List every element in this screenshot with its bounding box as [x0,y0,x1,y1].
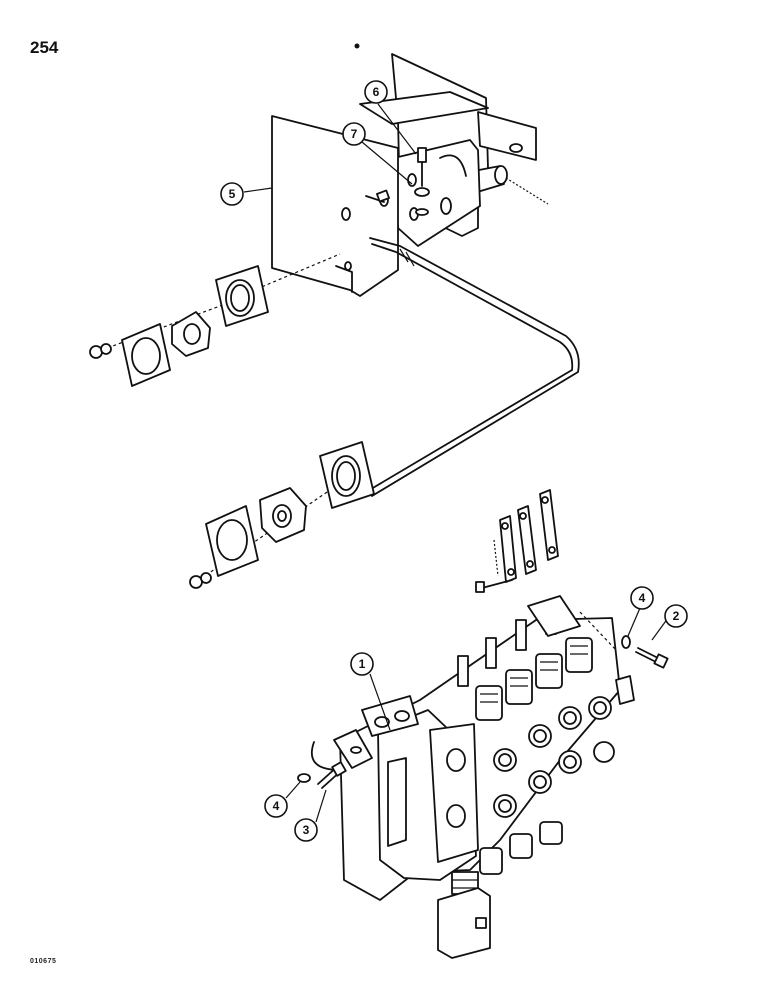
callout-7: 7 [342,122,366,146]
callout-3: 3 [294,818,318,842]
callout-6-label: 6 [373,85,380,99]
callout-4-left-label: 4 [273,799,280,813]
callout-4-right: 4 [630,586,654,610]
upper-boot-set [89,253,341,387]
drawing-code: 010675 [30,958,57,965]
control-valve [310,595,635,959]
callout-2: 2 [664,604,688,628]
callout-6: 6 [364,80,388,104]
callout-7-label: 7 [351,127,358,141]
callout-1-label: 1 [359,657,366,671]
callout-2-label: 2 [673,609,680,623]
mounting-bracket [271,53,549,297]
callout-4-right-label: 4 [639,591,646,605]
callout-leaders [243,103,669,823]
callout-1: 1 [350,652,374,676]
fasteners [297,635,669,789]
callout-3-label: 3 [303,823,310,837]
page-number: 254 [30,38,59,57]
lower-boot-set [189,441,375,589]
registration-mark [354,43,360,49]
control-links [475,489,559,593]
callout-5-label: 5 [229,187,236,201]
control-cable [365,237,580,497]
callout-4-left: 4 [264,794,288,818]
callout-5: 5 [220,182,244,206]
